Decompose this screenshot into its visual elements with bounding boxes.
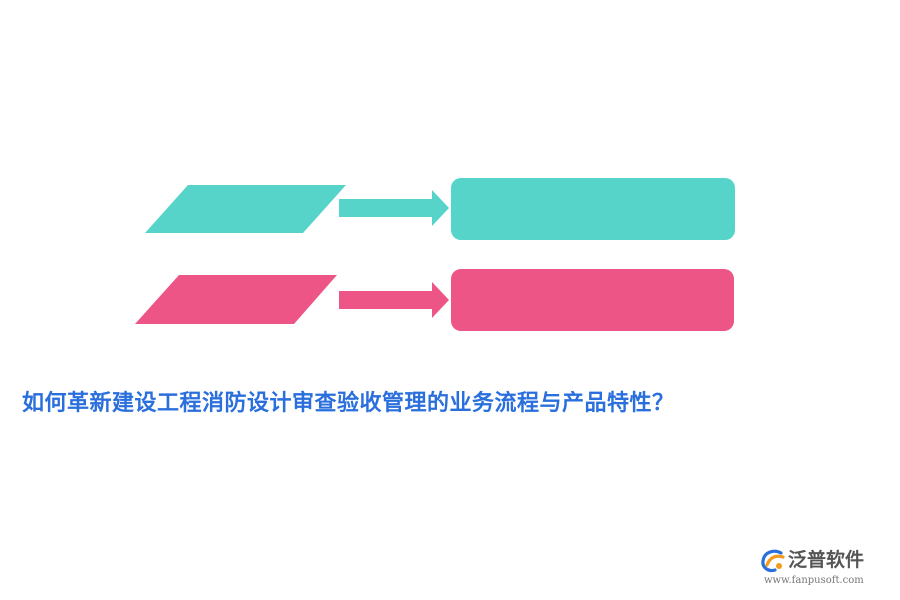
arrow-right-1 [339, 190, 449, 226]
logo-name: 泛普软件 [788, 549, 865, 571]
flow-row-2 [135, 269, 734, 331]
flow-row-1 [145, 178, 735, 240]
input-parallelogram-1 [145, 185, 346, 233]
input-parallelogram-2 [135, 275, 337, 324]
page-title: 如何革新建设工程消防设计审查验收管理的业务流程与产品特性？ [22, 391, 675, 416]
output-box-2 [451, 269, 734, 331]
fanpu-logo: 泛普软件 www.fanpusoft.com [760, 546, 890, 590]
output-box-1 [451, 178, 735, 240]
fanpu-logo-icon [761, 549, 785, 573]
logo-url: www.fanpusoft.com [764, 575, 864, 586]
flow-diagram [135, 178, 735, 331]
arrow-right-2 [339, 282, 449, 318]
